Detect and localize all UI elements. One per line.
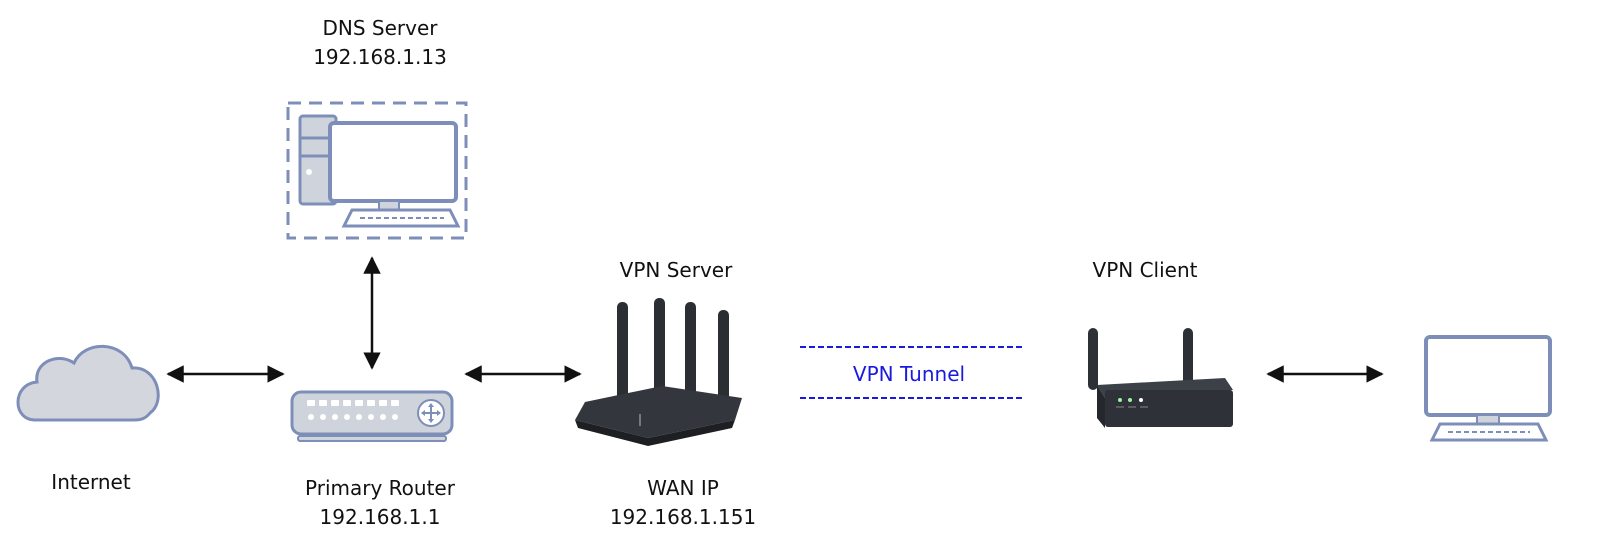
- dns-server-ip: 192.168.1.13: [313, 45, 447, 69]
- internet-label: Internet: [51, 468, 130, 497]
- cloud-icon: [16, 344, 160, 422]
- vpn-client-label: VPN Client: [1093, 256, 1198, 285]
- wan-ip-label: WAN IP 192.168.1.151: [610, 474, 756, 532]
- vpn-tunnel-label: VPN Tunnel: [852, 362, 966, 386]
- primary-router-ip: 192.168.1.1: [319, 505, 441, 529]
- dns-server-name: DNS Server: [322, 16, 438, 40]
- wan-ip-title: WAN IP: [647, 476, 719, 500]
- primary-router-label: Primary Router 192.168.1.1: [305, 474, 455, 532]
- vpn-client-name: VPN Client: [1092, 258, 1198, 282]
- primary-router-icon: [290, 390, 454, 442]
- client-computer-icon: [1424, 335, 1552, 442]
- vpn-server-label: VPN Server: [620, 256, 733, 285]
- wan-ip-value: 192.168.1.151: [609, 505, 757, 529]
- dns-server-label: DNS Server 192.168.1.13: [313, 14, 447, 72]
- primary-router-name: Primary Router: [305, 476, 455, 500]
- dns-server-icon: [286, 101, 468, 240]
- internet-name: Internet: [51, 470, 131, 494]
- vpn-server-name: VPN Server: [619, 258, 733, 282]
- vpn-client-router-icon: [1088, 328, 1233, 428]
- vpn-server-router-icon: [575, 298, 742, 446]
